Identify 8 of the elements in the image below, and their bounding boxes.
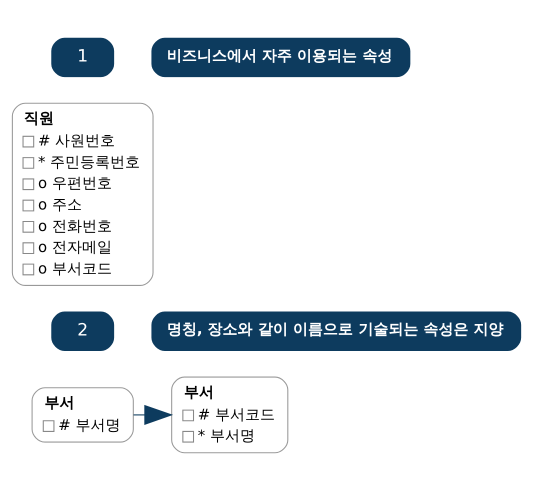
node-box: 2	[51, 312, 114, 351]
node-box: 부서 # 부서명	[32, 387, 134, 443]
node-box: 부서 # 부서코드 * 부서명	[171, 376, 288, 454]
node-box: 직원 # 사원번호 * 주민등록번호 o 우편번호 o 주소 o 전화번호 o 전자메일 o 부서코드	[12, 102, 154, 286]
arrow	[134, 404, 174, 425]
node-box: 명칭, 장소와 같이 이름으로 기술되는 속성은 지양	[151, 312, 522, 351]
node-box: 비즈니스에서 자주 이용되는 속성	[151, 38, 410, 78]
node-box: 1	[51, 38, 114, 78]
